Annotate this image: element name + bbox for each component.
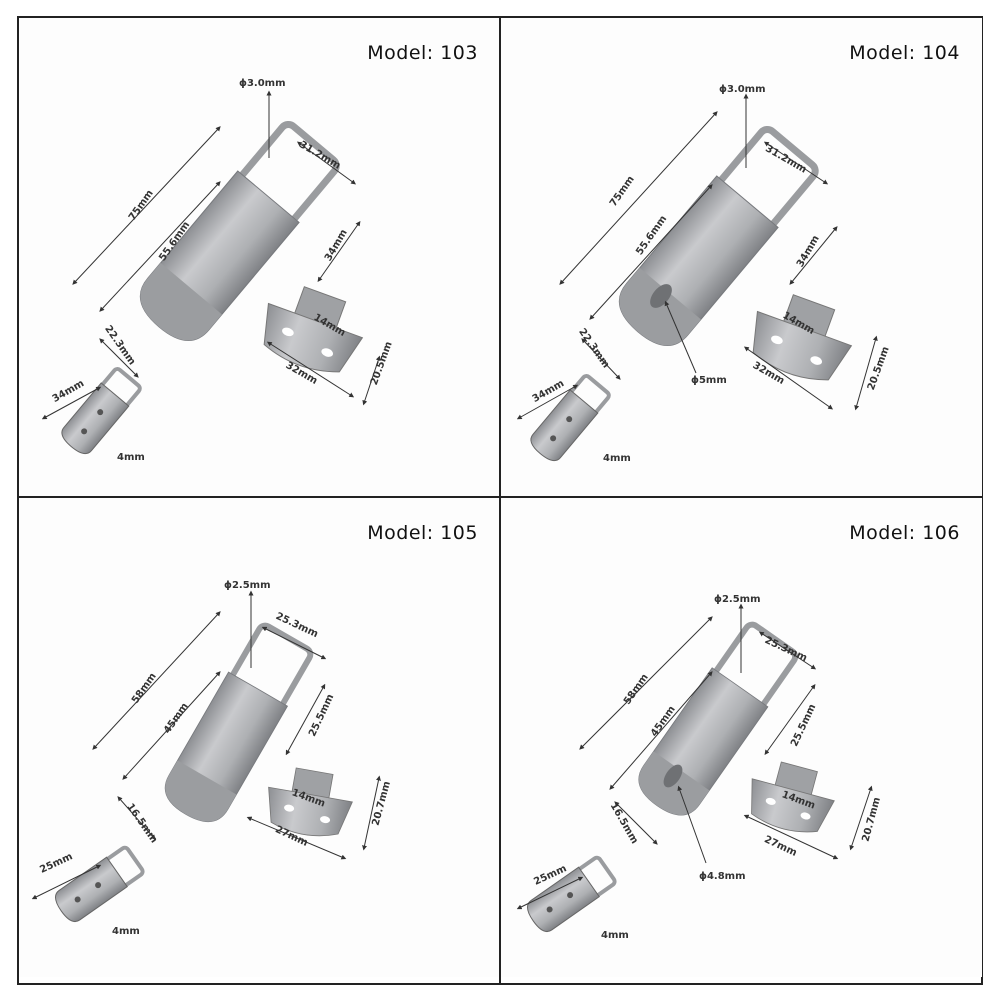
model-label: Model: 104 — [849, 42, 960, 64]
lock-hole-label: ϕ4.8mm — [699, 871, 746, 882]
thickness-label: 4mm — [601, 930, 629, 941]
latch-illustration — [41, 90, 381, 461]
panel-model-106: Model: 106 ϕ2.5mm 58mm 45mm 25.3mm 25.5m… — [501, 498, 982, 977]
latch-illustration — [31, 590, 381, 928]
panel-model-105: Model: 105 ϕ2.5mm 58mm 45mm 25.3mm 25.5m… — [19, 498, 500, 977]
thickness-label: 4mm — [112, 926, 140, 937]
latch-illustration — [516, 603, 873, 938]
wire-diameter-label: ϕ3.0mm — [719, 84, 766, 95]
panel-model-103: Model: 103 ϕ3.0mm 75mm 55.6mm 31.2mm 34m… — [19, 18, 500, 497]
horizontal-divider — [17, 496, 983, 498]
panel-model-104: Model: 104 ϕ3.0mm 75mm 55.6mm 31.2mm 34m… — [501, 18, 982, 497]
wire-diameter-label: ϕ2.5mm — [714, 594, 761, 605]
lock-hole-label: ϕ5mm — [691, 375, 727, 386]
thickness-label: 4mm — [117, 452, 145, 463]
vertical-divider — [499, 16, 501, 985]
model-label: Model: 106 — [849, 522, 960, 544]
thickness-label: 4mm — [603, 453, 631, 464]
wire-diameter-label: ϕ3.0mm — [239, 78, 286, 89]
latch-illustration — [516, 93, 878, 468]
wire-diameter-label: ϕ2.5mm — [224, 580, 271, 591]
model-label: Model: 103 — [367, 42, 478, 64]
model-label: Model: 105 — [367, 522, 478, 544]
